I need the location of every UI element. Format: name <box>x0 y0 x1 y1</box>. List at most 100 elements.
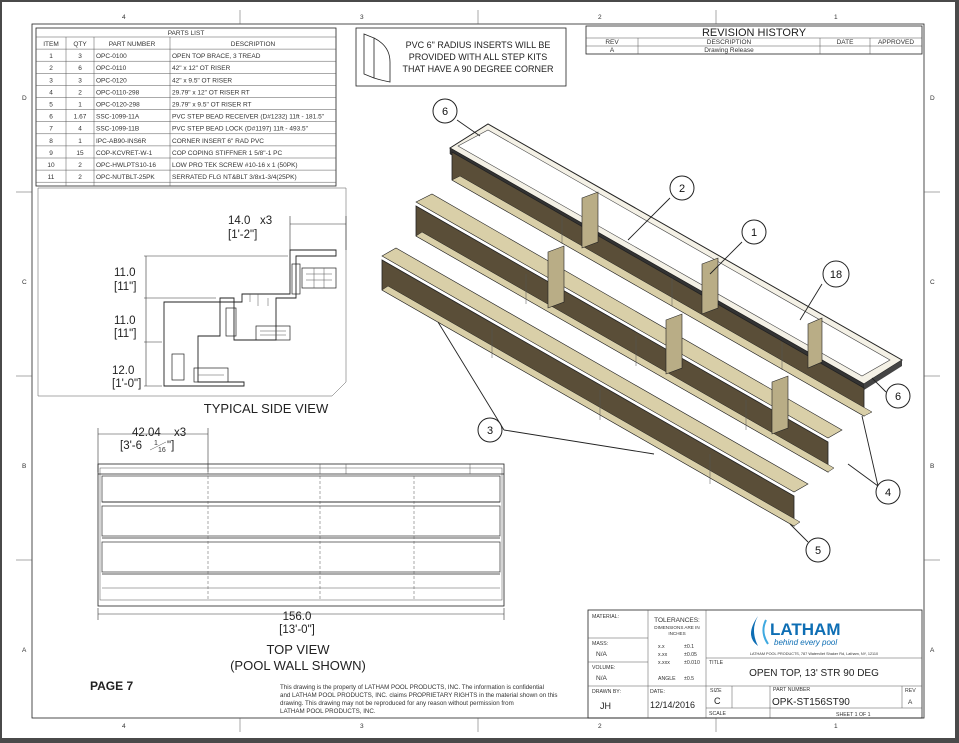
parts-list-cell: 4 <box>49 89 53 96</box>
parts-list-cell: 29.79" x 9.5" OT RISER RT <box>172 102 252 109</box>
isometric-assembly: 6 2 1 18 6 3 4 5 <box>381 98 911 563</box>
top-view-label: TOP VIEW <box>266 642 330 657</box>
zone-col-4: 4 <box>122 14 126 21</box>
zone-col-3-bottom: 3 <box>360 723 364 730</box>
parts-list-cell: 2 <box>49 65 53 72</box>
top-dim-section: 42.04 <box>132 427 161 439</box>
volume-label: VOLUME: <box>592 665 615 671</box>
parts-list-cell: 1.67 <box>74 114 87 121</box>
rev-header-approved: APPROVED <box>878 39 914 46</box>
parts-list-header: PART NUMBER <box>109 41 156 48</box>
svg-text:x.xx: x.xx <box>658 652 668 658</box>
parts-list-cell: OPC-0120-298 <box>96 102 140 109</box>
zone-row-d: D <box>22 95 27 102</box>
zone-row-d-right: D <box>930 95 935 102</box>
mass-label: MASS: <box>592 641 608 647</box>
side-dim-h1: 11.0 <box>114 267 136 279</box>
rev-value: A <box>908 699 913 706</box>
parts-list-title: PARTS LIST <box>168 30 205 37</box>
svg-text:2: 2 <box>679 183 685 195</box>
parts-list-cell: 15 <box>76 150 84 157</box>
parts-list-cell: 29.79" x 12" OT RISER RT <box>172 89 250 96</box>
balloon-2: 2 <box>669 175 695 201</box>
svg-text:LATHAM POOL PRODUCTS, INC.: LATHAM POOL PRODUCTS, INC. <box>280 708 376 715</box>
rev-header-description: DESCRIPTION <box>707 39 752 46</box>
top-dim-total: 156.0 <box>283 611 312 623</box>
tolerances-sub1: DIMENSIONS ARE IN <box>654 625 699 630</box>
parts-list-cell: 8 <box>49 138 53 145</box>
balloon-5: 5 <box>805 537 831 563</box>
top-dim-section-ft: [3'-6 <box>120 440 142 452</box>
parts-list-cell: 3 <box>78 53 82 60</box>
balloon-1: 1 <box>741 219 767 245</box>
side-dim-h3-ft: [1'-0"] <box>112 378 141 390</box>
parts-list-cell: 1 <box>49 53 53 60</box>
corner-insert-icon <box>363 33 375 79</box>
parts-list-header: QTY <box>73 41 87 48</box>
side-view-label: TYPICAL SIDE VIEW <box>204 401 329 416</box>
logo-tagline: behind every pool <box>774 638 837 647</box>
balloon-18: 18 <box>822 260 850 288</box>
zone-col-2: 2 <box>598 14 602 21</box>
parts-list-cell: 4 <box>78 126 82 133</box>
date-label: DATE: <box>650 689 665 695</box>
svg-text:6: 6 <box>895 391 901 403</box>
side-dim-h2-ft: [11"] <box>114 328 136 340</box>
pool-wall-outline <box>97 463 505 607</box>
side-profile-outline <box>163 249 337 387</box>
parts-list-cell: 10 <box>47 162 55 169</box>
parts-list-cell: 11 <box>48 174 55 181</box>
top-dim-section-close: "] <box>167 440 174 452</box>
parts-list-cell: 2 <box>78 89 82 96</box>
rev-row-description: Drawing Release <box>704 47 754 54</box>
svg-text:and LATHAM POOL PRODUCTS, INC.: and LATHAM POOL PRODUCTS, INC. claims PR… <box>280 692 557 699</box>
parts-list-cell: 6 <box>78 65 82 72</box>
balloon-6-top: 6 <box>432 98 458 124</box>
size-value: C <box>714 696 721 706</box>
rev-row-rev: A <box>610 47 615 54</box>
parts-list-cell: OPC-0100 <box>96 53 127 60</box>
parts-list-cell: LOW PRO TEK SCREW #10-16 x 1 (50PK) <box>172 162 298 169</box>
parts-list-cell: 1 <box>78 138 82 145</box>
parts-list-cell: PVC STEP BEAD LOCK (D#1197) 11ft - 493.5… <box>172 126 309 133</box>
svg-text:4: 4 <box>885 487 891 499</box>
parts-list-header: DESCRIPTION <box>231 41 276 48</box>
top-view-treads <box>101 475 501 600</box>
svg-text:x.xxx: x.xxx <box>658 660 670 666</box>
side-dim-width-ft: [1'-2"] <box>228 229 257 241</box>
disclaimer-text: This drawing is the property of LATHAM P… <box>280 684 557 715</box>
page-label: PAGE 7 <box>90 679 133 693</box>
top-dim-frac-num: 1 <box>154 440 158 447</box>
typical-side-view: 14.0 x3 [1'-2"] 11.0 [11"] 11.0 [11"] 12… <box>37 187 347 416</box>
parts-list-cell: SSC-1099-11A <box>96 114 140 121</box>
parts-list-cell: OPC-0120 <box>96 77 127 84</box>
balloon-6-right: 6 <box>885 383 911 409</box>
parts-list-cell: 5 <box>49 102 53 109</box>
parts-list-cell: 42" x 9.5" OT RISER <box>172 77 232 84</box>
tolerances-sub2: INCHES <box>668 631 685 636</box>
revision-history-table: REVISION HISTORY REV DESCRIPTION DATE AP… <box>585 25 923 55</box>
svg-text:±0.010: ±0.010 <box>684 660 700 666</box>
svg-text:18: 18 <box>830 269 842 281</box>
parts-list-cell: 7 <box>49 126 53 133</box>
part-number-label: PART NUMBER <box>773 687 810 693</box>
parts-list-cell: SERRATED FLG NT&BLT 3/8x1-3/4(25PK) <box>172 174 297 181</box>
zone-col-4-bottom: 4 <box>122 723 126 730</box>
svg-text:5: 5 <box>815 545 821 557</box>
side-dim-h2: 11.0 <box>114 315 136 327</box>
tolerances-title: TOLERANCES: <box>654 617 700 624</box>
parts-list-cell: OPC-0110 <box>96 65 127 72</box>
parts-list-cell: 2 <box>78 174 82 181</box>
parts-list-cell: 3 <box>78 77 82 84</box>
parts-list-cell: 6 <box>49 114 53 121</box>
balloon-4: 4 <box>875 479 901 505</box>
parts-list-cell: OPC-HWLPTS10-16 <box>96 162 156 169</box>
parts-list-cell: CORNER INSERT 6" RAD PVC <box>172 138 264 145</box>
top-dim-section-mult: x3 <box>174 427 186 439</box>
top-dim-total-ft: [13'-0"] <box>279 624 315 636</box>
note-line-3: THAT HAVE A 90 DEGREE CORNER <box>402 64 554 74</box>
svg-text:x.x: x.x <box>658 644 665 650</box>
brace-posts <box>547 191 823 435</box>
side-dim-width: 14.0 <box>228 215 250 227</box>
